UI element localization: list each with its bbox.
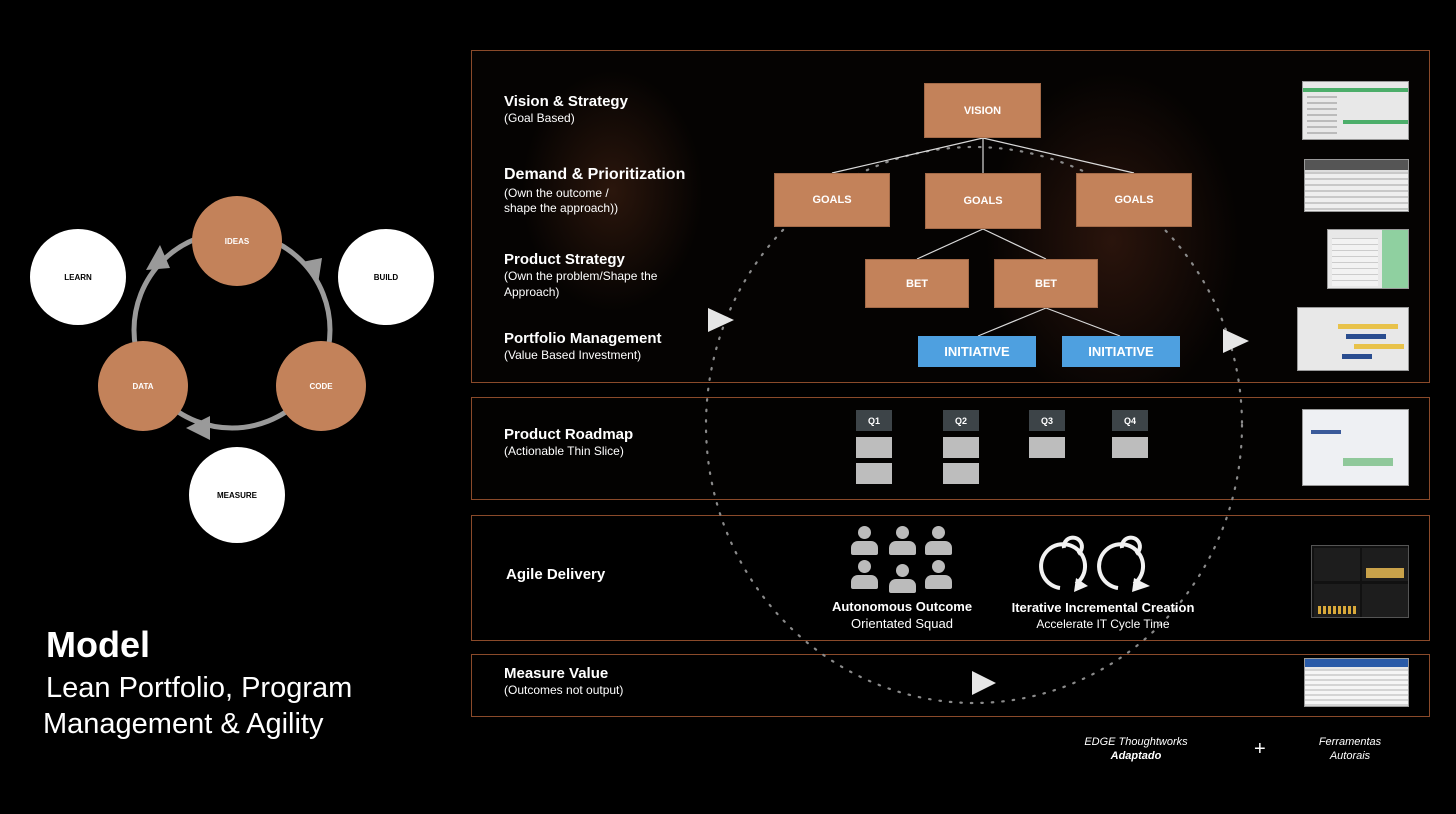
roadmap-slot <box>1112 437 1148 458</box>
quarter-q4-label: Q4 <box>1123 415 1136 426</box>
roadmap-slot <box>943 463 979 484</box>
orbit-arrow-left <box>706 306 736 339</box>
footer-edge-line2: Adaptado <box>1110 750 1162 762</box>
orbit-arrow-right <box>1221 327 1251 360</box>
vision-strategy-title: Vision & Strategy <box>504 93 628 110</box>
product-strategy-sub1: (Own the problem/Shape the <box>504 269 658 283</box>
cycle-node-build-label: BUILD <box>373 272 399 282</box>
initiative-box-2-label: INITIATIVE <box>1088 344 1154 359</box>
demand-prioritization-sub2: shape the approach)) <box>504 201 619 215</box>
footer-tools-line2: Autorais <box>1329 750 1371 762</box>
product-roadmap-title: Product Roadmap <box>504 426 634 443</box>
squad-people-icon <box>850 526 960 596</box>
measure-value-title: Measure Value <box>504 665 609 682</box>
squad-title: Autonomous Outcome <box>831 599 973 614</box>
cycle-node-learn-label: LEARN <box>64 272 92 282</box>
footer-edge-line1: EDGE Thoughtworks <box>1084 736 1188 748</box>
bet-box-2: BET <box>994 259 1098 308</box>
cycle-node-build: BUILD <box>338 229 434 325</box>
footer-plus: + <box>1254 738 1266 760</box>
bet-box-1-label: BET <box>906 277 928 290</box>
thumbnail-demand-screenshot <box>1304 159 1409 212</box>
initiative-box-1: INITIATIVE <box>918 336 1036 367</box>
roadmap-slot <box>943 437 979 458</box>
footer-tools-line1: Ferramentas <box>1318 736 1382 748</box>
product-strategy-title: Product Strategy <box>504 251 625 268</box>
portfolio-management-sub: (Value Based Investment) <box>504 348 642 362</box>
vision-box-label: VISION <box>963 104 1002 117</box>
goal-box-2: GOALS <box>925 173 1041 229</box>
cycle-node-ideas-label: IDEAS <box>224 236 250 246</box>
cycle-node-code: CODE <box>276 341 366 431</box>
thumbnail-measure-screenshot <box>1304 658 1409 707</box>
panel-measure <box>471 654 1430 717</box>
goal-box-3-label: GOALS <box>1114 194 1154 206</box>
goal-box-1: GOALS <box>774 173 890 227</box>
portfolio-management-title: Portfolio Management <box>504 330 662 347</box>
product-strategy-sub2: Approach) <box>504 285 560 299</box>
cycle-node-data-label: DATA <box>132 381 154 391</box>
product-roadmap-sub: (Actionable Thin Slice) <box>504 444 624 458</box>
demand-prioritization-title: Demand & Prioritization <box>504 166 686 183</box>
iterative-sub: Accelerate IT Cycle Time <box>1036 617 1170 631</box>
iterative-title: Iterative Incremental Creation <box>1011 600 1195 615</box>
quarter-q4: Q4 <box>1112 410 1148 431</box>
goal-box-2-label: GOALS <box>963 195 1003 207</box>
cycle-node-data: DATA <box>98 341 188 431</box>
orbit-arrow-bottom <box>970 669 998 702</box>
cycle-node-measure: MEASURE <box>189 447 285 543</box>
measure-value-sub: (Outcomes not output) <box>504 683 624 697</box>
quarter-q1-label: Q1 <box>867 415 880 426</box>
initiative-box-2: INITIATIVE <box>1062 336 1180 367</box>
quarter-q3-label: Q3 <box>1040 415 1053 426</box>
squad-sub: Orientated Squad <box>851 616 953 631</box>
vision-strategy-sub: (Goal Based) <box>504 111 575 125</box>
thumbnail-delivery-dashboard <box>1311 545 1409 618</box>
model-subtitle-line1: Lean Portfolio, Program <box>46 672 353 704</box>
thumbnail-roadmap-screenshot <box>1302 409 1409 486</box>
cycle-node-measure-label: MEASURE <box>216 490 257 500</box>
agile-delivery-title: Agile Delivery <box>506 566 606 583</box>
initiative-box-1-label: INITIATIVE <box>944 344 1010 359</box>
cycle-node-code-label: CODE <box>309 381 333 391</box>
demand-prioritization-sub1: (Own the outcome / <box>504 186 609 200</box>
model-title: Model <box>46 624 150 665</box>
thumbnail-product-strategy-screenshot <box>1327 229 1409 289</box>
quarter-q2-label: Q2 <box>954 415 967 426</box>
vision-box: VISION <box>924 83 1041 138</box>
quarter-q2: Q2 <box>943 410 979 431</box>
bet-box-1: BET <box>865 259 969 308</box>
cycle-node-ideas: IDEAS <box>192 196 282 286</box>
roadmap-slot <box>1029 437 1065 458</box>
goal-box-1-label: GOALS <box>812 194 852 206</box>
roadmap-slot <box>856 463 892 484</box>
goal-box-3: GOALS <box>1076 173 1192 227</box>
iteration-loop-icon <box>1039 535 1150 592</box>
model-subtitle-line2: Management & Agility <box>43 708 324 740</box>
cycle-node-learn: LEARN <box>30 229 126 325</box>
thumbnail-vision-screenshot <box>1302 81 1409 140</box>
roadmap-slot <box>856 437 892 458</box>
thumbnail-portfolio-screenshot <box>1297 307 1409 371</box>
quarter-q1: Q1 <box>856 410 892 431</box>
bet-box-2-label: BET <box>1035 277 1057 290</box>
quarter-q3: Q3 <box>1029 410 1065 431</box>
panel-agile <box>471 515 1430 641</box>
